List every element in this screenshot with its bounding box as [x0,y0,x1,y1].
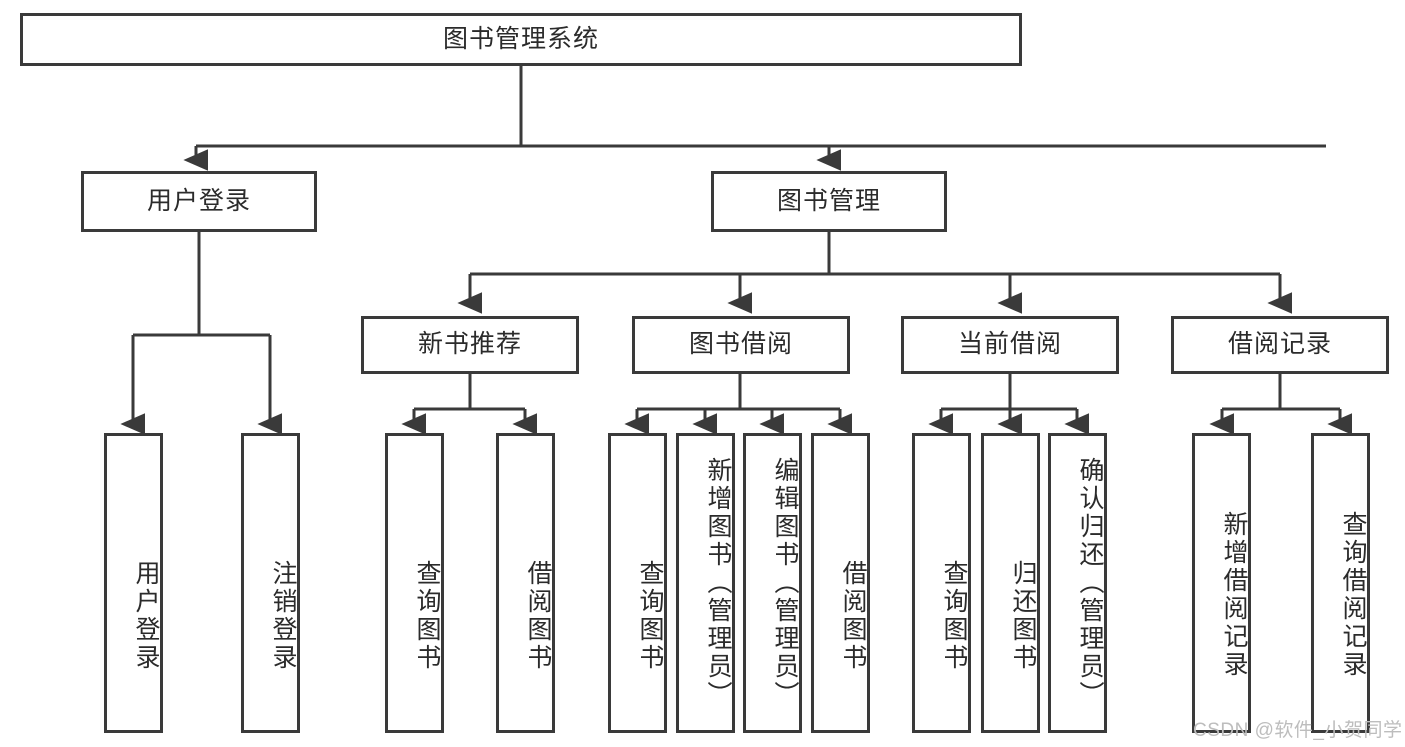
leaf-node-query-book-borrow[interactable]: 查询图书 [608,433,667,733]
node-book-manage[interactable]: 图书管理 [711,171,947,232]
node-root-system[interactable]: 图书管理系统 [20,13,1022,66]
csdn-watermark: CSDN @软件_小贺同学 [1193,720,1403,741]
leaf-node-confirm-return[interactable]: 确认归还（管理员） [1048,433,1107,733]
leaf-node-query-borrow-record[interactable]: 查询借阅记录 [1311,433,1370,733]
node-new-book-recommend[interactable]: 新书推荐 [361,316,579,374]
leaf-node-query-book-recommend[interactable]: 查询图书 [385,433,444,733]
leaf-node-query-book-current[interactable]: 查询图书 [912,433,971,733]
node-borrow-record[interactable]: 借阅记录 [1171,316,1389,374]
node-user-login[interactable]: 用户登录 [81,171,317,232]
leaf-node-borrow-book[interactable]: 借阅图书 [811,433,870,733]
leaf-node-edit-book[interactable]: 编辑图书（管理员） [743,433,802,733]
leaf-node-borrow-book-recommend[interactable]: 借阅图书 [496,433,555,733]
leaf-node-add-borrow-record[interactable]: 新增借阅记录 [1192,433,1251,733]
leaf-node-return-book[interactable]: 归还图书 [981,433,1040,733]
leaf-node-user-logout[interactable]: 注销登录 [241,433,300,733]
node-book-borrow[interactable]: 图书借阅 [632,316,850,374]
node-current-borrow[interactable]: 当前借阅 [901,316,1119,374]
leaf-node-add-book[interactable]: 新增图书（管理员） [676,433,735,733]
leaf-node-user-login[interactable]: 用户登录 [104,433,163,733]
